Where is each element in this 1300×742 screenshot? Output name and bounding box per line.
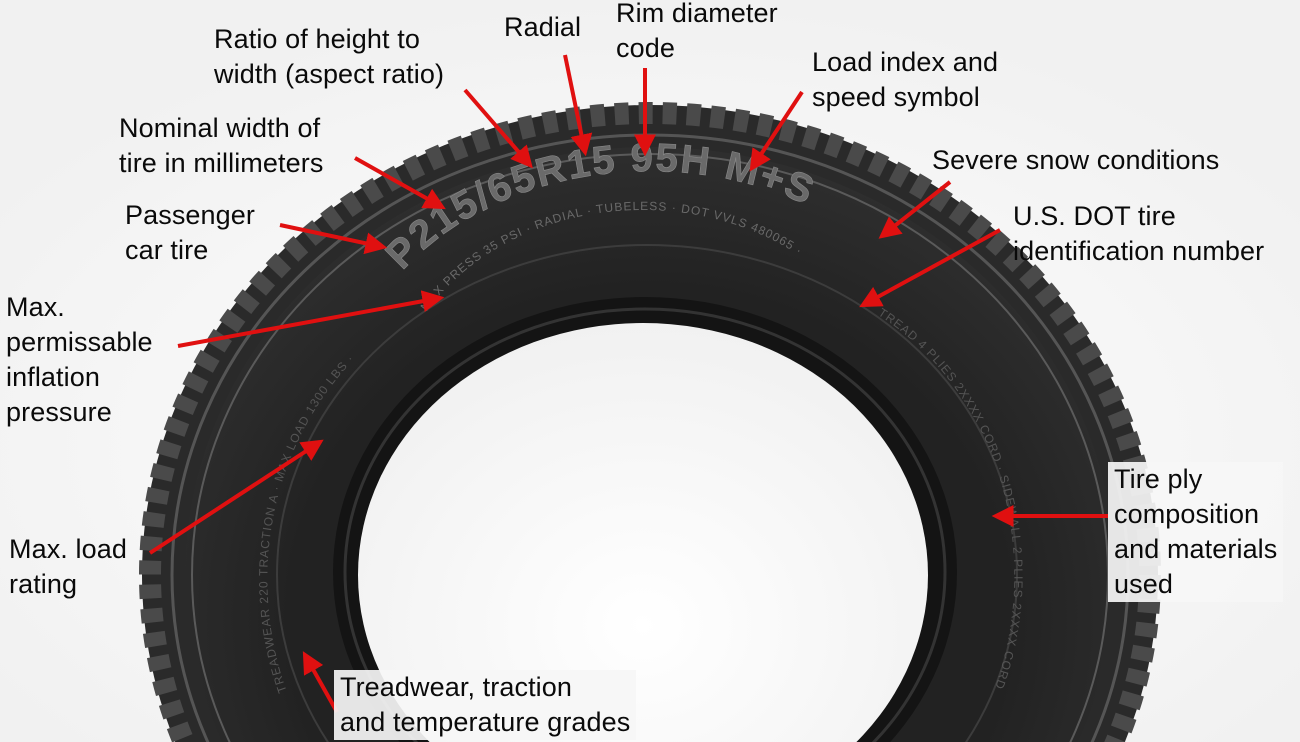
- label-load-speed: Load index and speed symbol: [812, 47, 999, 112]
- label-aspect-ratio: Ratio of height to width (aspect ratio): [214, 24, 445, 89]
- label-severe-snow: Severe snow conditions: [932, 145, 1220, 175]
- label-max-pressure: Max. permissable inflation pressure: [6, 292, 153, 427]
- arrow-dot-id: [859, 228, 1001, 308]
- arrow-severe-snow: [878, 180, 952, 239]
- label-radial: Radial: [504, 12, 582, 42]
- arrow-aspect-ratio: [463, 88, 533, 169]
- arrow-load-speed: [749, 90, 804, 172]
- tire-hole: [358, 323, 928, 742]
- arrow-radial: [563, 54, 593, 157]
- label-nominal-width: Nominal width of tire in millimeters: [119, 113, 324, 178]
- callout-arrows: [148, 54, 1108, 713]
- label-rim-diameter: Rim diameter code: [616, 0, 778, 63]
- arrow-max-pressure: [177, 290, 445, 348]
- arrow-nominal-width: [354, 156, 446, 210]
- label-dot-id: U.S. DOT tire identification number: [1013, 201, 1265, 266]
- tire: [139, 102, 1161, 742]
- label-treadwear: Treadwear, traction and temperature grad…: [334, 670, 637, 740]
- arrow-max-load: [148, 439, 324, 555]
- label-max-load: Max. load rating: [9, 534, 127, 599]
- load-speed-code: 95H: [630, 136, 714, 184]
- arrow-treadwear: [302, 651, 339, 713]
- label-passenger: Passenger car tire: [125, 200, 255, 265]
- arrow-passenger: [279, 223, 388, 255]
- label-ply: Tire ply composition and materials used: [1108, 462, 1284, 602]
